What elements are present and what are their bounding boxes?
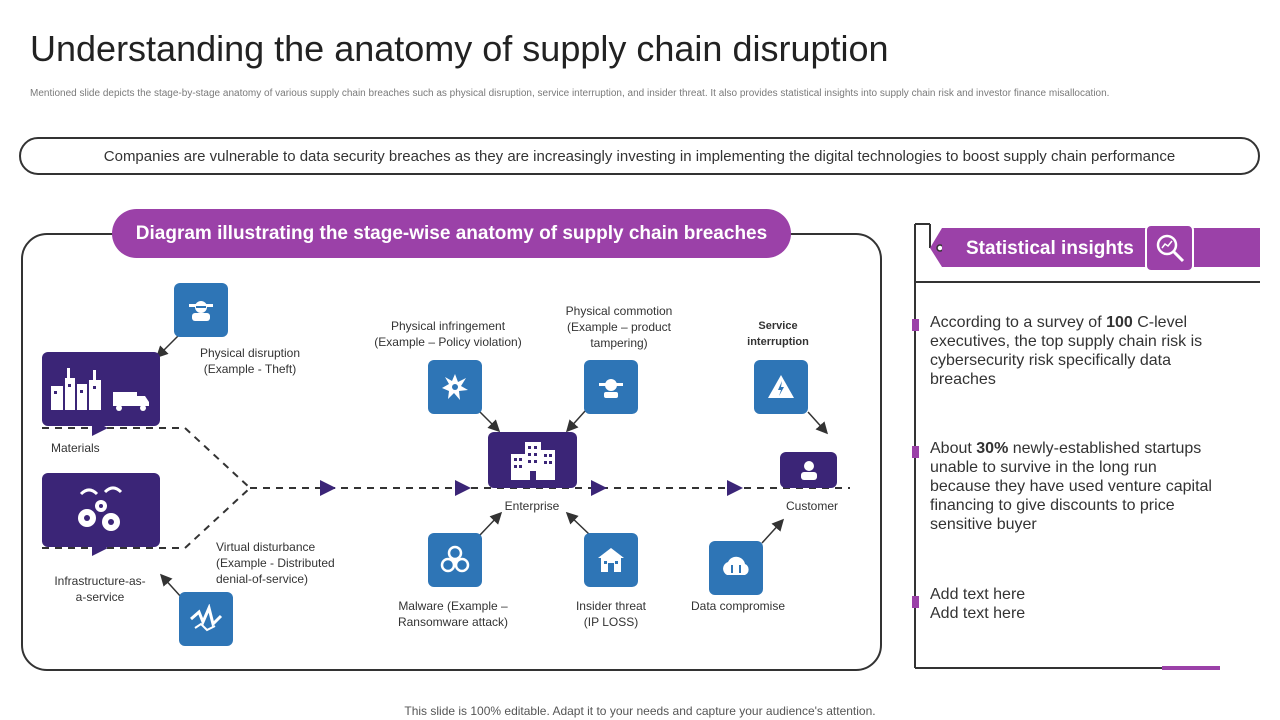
service-interruption-label-line2: interruption xyxy=(747,336,809,348)
connector-arrow xyxy=(807,411,829,435)
physical-commotion-label: Physical commotion (Example – product ta… xyxy=(546,303,692,351)
flow-arrowhead xyxy=(591,480,607,496)
connector-arrow xyxy=(565,409,587,433)
stat-item-placeholder: Add text here Add text here xyxy=(930,585,1220,623)
stat-bullet xyxy=(912,596,919,608)
physical-infringement-label: Physical infringement (Example – Policy … xyxy=(358,318,538,350)
stat-bullet xyxy=(912,446,919,458)
stat-text: According to a survey of xyxy=(930,314,1107,331)
malware-label: Malware (Example – Ransomware attack) xyxy=(378,598,528,630)
footer-note: This slide is 100% editable. Adapt it to… xyxy=(404,704,876,718)
service-interruption-tile xyxy=(754,360,808,414)
infrastructure-path xyxy=(42,487,251,549)
connector-arrow xyxy=(479,511,503,536)
diagram-heading: Diagram illustrating the stage-wise anat… xyxy=(112,209,791,258)
insider-threat-label: Insider threat (IP LOSS) xyxy=(551,598,671,630)
explosion-icon xyxy=(442,374,468,400)
malware-label-line2: Ransomware attack) xyxy=(397,615,509,629)
physical-disruption-label: Physical disruption (Example - Theft) xyxy=(190,345,310,377)
enterprise-label: Enterprise xyxy=(504,499,560,513)
stat-item-startups: About 30% newly-established startups una… xyxy=(930,439,1220,534)
banner-text: Companies are vulnerable to data securit… xyxy=(103,147,1176,165)
insights-heading: Statistical insights xyxy=(966,238,1134,259)
page-title: Understanding the anatomy of supply chai… xyxy=(30,28,889,69)
materials-tile xyxy=(42,352,160,426)
warning-icon xyxy=(768,375,794,398)
customer-label: Customer xyxy=(785,499,838,513)
insider-threat-label-line1: Insider threat xyxy=(575,599,647,613)
insider-threat-tile xyxy=(584,533,638,587)
malware-label-line1: Malware (Example – xyxy=(398,599,508,613)
stat-highlight: 30% xyxy=(976,440,1009,457)
virtual-disturbance-label-line1: Virtual disturbance xyxy=(216,540,316,554)
physical-commotion-label-line2: (Example – product xyxy=(566,320,672,334)
materials-label: Materials xyxy=(51,441,100,455)
infrastructure-label: Infrastructure-as- a-service xyxy=(40,573,160,605)
virtual-disturbance-label: Virtual disturbance (Example - Distribut… xyxy=(216,539,366,587)
virtual-disturbance-label-line2: (Example - Distributed xyxy=(216,556,335,570)
connector-arrow xyxy=(477,409,501,433)
gears-icon xyxy=(78,486,123,531)
connector-arrow xyxy=(155,335,179,359)
enterprise-building-icon xyxy=(510,442,555,480)
tamper-icon xyxy=(599,379,623,398)
materials-path xyxy=(42,427,251,489)
customer-icon xyxy=(800,461,817,480)
connector-arrow xyxy=(565,511,591,536)
infrastructure-label-line1: Infrastructure-as- xyxy=(54,574,146,588)
thief-icon xyxy=(189,301,213,321)
infrastructure-label-line2: a-service xyxy=(75,590,125,604)
lightning-icon xyxy=(190,604,223,632)
biohazard-icon xyxy=(440,545,470,573)
flow-arrowhead xyxy=(727,480,743,496)
physical-disruption-tile xyxy=(174,283,228,337)
physical-disruption-label-line2: (Example - Theft) xyxy=(203,362,297,376)
malware-tile xyxy=(428,533,482,587)
virtual-disturbance-label-line3: denial-of-service) xyxy=(216,572,309,586)
insights-tab-pointer xyxy=(930,228,942,267)
cloud-data-icon xyxy=(723,556,749,575)
key-message-banner: Companies are vulnerable to data securit… xyxy=(19,137,1260,175)
factory-truck-icon xyxy=(51,368,149,411)
virtual-disturbance-tile xyxy=(179,592,233,646)
flow-arrowhead xyxy=(320,480,336,496)
physical-infringement-label-line1: Physical infringement xyxy=(390,319,506,333)
stat-placeholder-line2: Add text here xyxy=(930,605,1026,622)
stat-text: C-level executives, the top supply chain… xyxy=(930,314,1203,388)
insider-threat-label-line2: (IP LOSS) xyxy=(583,615,639,629)
data-compromise-label: Data compromise xyxy=(690,599,786,613)
insights-icon-box xyxy=(1145,224,1194,272)
insider-house-icon xyxy=(598,548,624,572)
connector-arrow xyxy=(159,573,183,599)
insights-tab xyxy=(942,228,1260,267)
stat-text: newly-established startups unable to sur… xyxy=(930,440,1212,533)
magnifier-chart-icon xyxy=(1156,234,1184,263)
physical-infringement-label-line2: (Example – Policy violation) xyxy=(374,335,522,349)
service-interruption-label-line1: Service xyxy=(758,320,798,332)
service-interruption-label: Service interruption xyxy=(730,318,826,350)
physical-infringement-tile xyxy=(428,360,482,414)
data-compromise-tile xyxy=(709,541,763,595)
page-subtitle: Mentioned slide depicts the stage-by-sta… xyxy=(30,88,1110,99)
physical-commotion-tile xyxy=(584,360,638,414)
customer-tile xyxy=(780,452,837,488)
stat-placeholder-line1: Add text here xyxy=(930,586,1026,603)
connector-arrow xyxy=(761,518,785,544)
infrastructure-tile xyxy=(42,473,160,547)
stat-highlight: 100 xyxy=(1106,314,1133,331)
stat-bullet xyxy=(912,319,919,331)
physical-disruption-label-line1: Physical disruption xyxy=(199,346,301,360)
flow-arrowhead xyxy=(455,480,471,496)
stat-text: About xyxy=(930,440,977,457)
stat-item-survey: According to a survey of 100 C-level exe… xyxy=(930,313,1220,389)
physical-commotion-label-line1: Physical commotion xyxy=(565,304,673,318)
physical-commotion-label-line3: tampering) xyxy=(590,336,648,350)
enterprise-tile xyxy=(488,432,577,488)
